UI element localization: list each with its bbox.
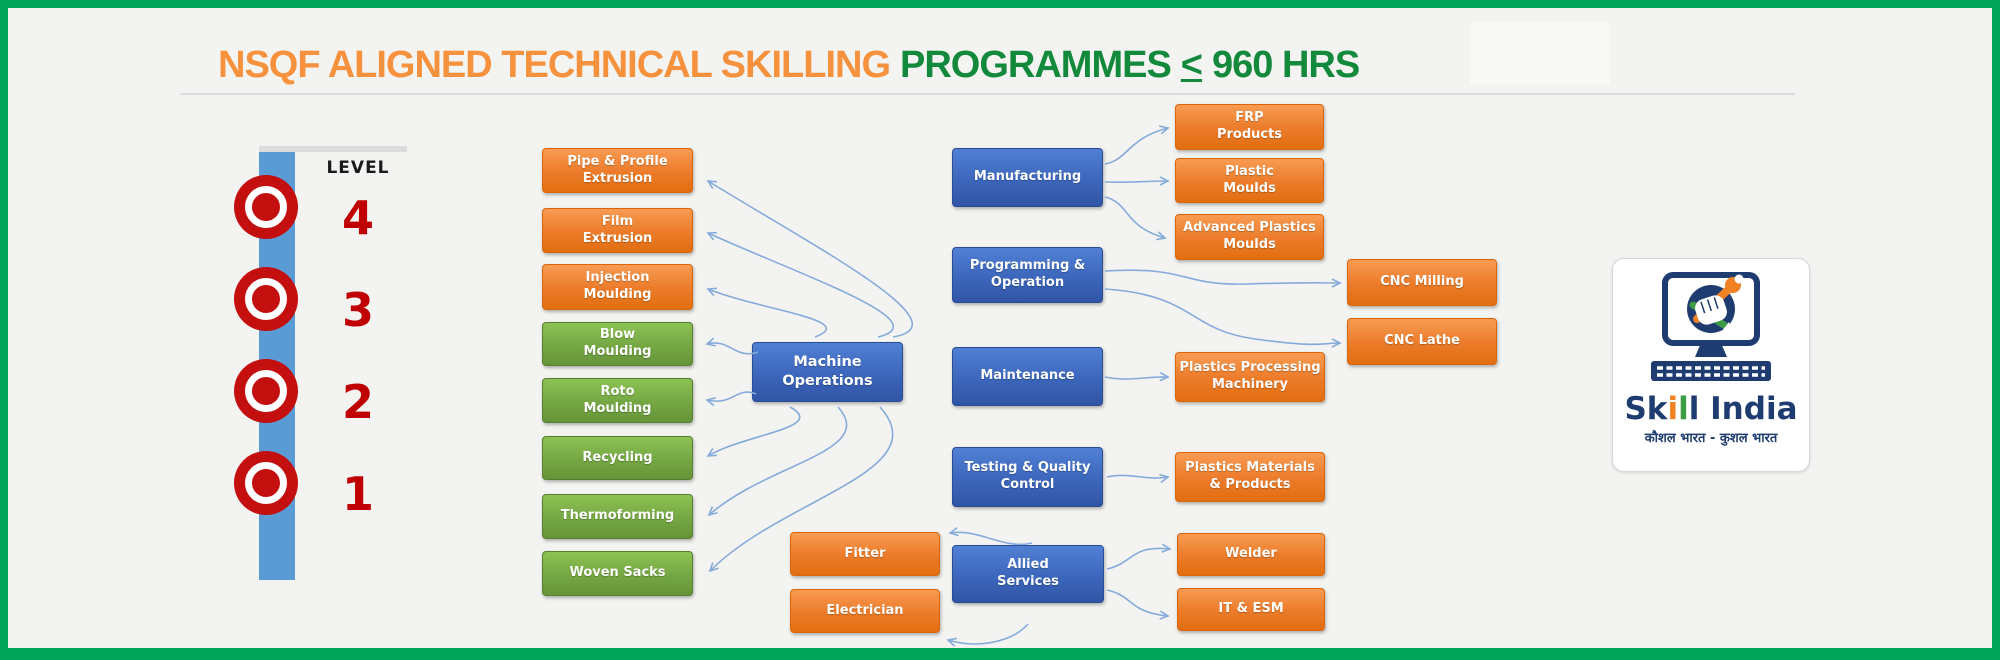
node-pipe-profile-extrusion: Pipe & Profile Extrusion bbox=[542, 148, 693, 193]
node-fitter: Fitter bbox=[790, 532, 940, 576]
level-number-1: 1 bbox=[341, 467, 374, 521]
node-woven-sacks: Woven Sacks bbox=[542, 551, 693, 596]
node-maintenance: Maintenance bbox=[952, 347, 1103, 406]
node-plastics-materials-products: Plastics Materials & Products bbox=[1175, 452, 1325, 502]
title-divider bbox=[180, 93, 1795, 95]
title-green-segment: PROGRAMMES bbox=[900, 44, 1172, 86]
arrow-machine-operations-to-film-extrusion bbox=[706, 231, 895, 338]
node-plastic-moulds: Plastic Moulds bbox=[1175, 158, 1324, 203]
level-4-bullseye-icon bbox=[245, 186, 287, 228]
node-roto-moulding: Roto Moulding bbox=[542, 378, 693, 423]
level-number-4: 4 bbox=[341, 191, 374, 245]
node-it-esm: IT & ESM bbox=[1177, 588, 1325, 631]
level-1-bullseye-icon bbox=[245, 462, 287, 504]
wordmark-l2: l bbox=[1688, 391, 1700, 427]
arrow-machine-operations-to-roto-moulding bbox=[705, 391, 757, 407]
arrow-manufacturing-to-plastic-moulds bbox=[1104, 176, 1170, 186]
arrow-manufacturing-to-frp-products bbox=[1104, 125, 1170, 165]
node-recycling: Recycling bbox=[542, 436, 693, 480]
title-lte-symbol: < bbox=[1180, 44, 1203, 86]
wordmark-l1: l bbox=[1678, 391, 1689, 427]
arrow-allied-services-to-welder bbox=[1106, 543, 1172, 570]
level-2-bullseye-icon bbox=[245, 370, 287, 412]
wordmark-sk: Sk bbox=[1624, 391, 1668, 427]
level-3-bullseye-icon bbox=[245, 278, 287, 320]
skill-india-logo: Skill India कौशल भारत - कुशल भारत bbox=[1612, 258, 1810, 472]
title-orange-segment: NSQF ALIGNED TECHNICAL SKILLING bbox=[218, 44, 891, 86]
node-manufacturing: Manufacturing bbox=[952, 148, 1103, 207]
arrow-machine-operations-to-recycling bbox=[706, 406, 801, 457]
arrow-machine-operations-to-thermoforming bbox=[707, 406, 848, 517]
node-programming-operation: Programming & Operation bbox=[952, 247, 1103, 303]
arrow-maintenance-to-plastics-processing-machinery bbox=[1104, 371, 1170, 382]
node-testing-quality-control: Testing & Quality Control bbox=[952, 447, 1103, 507]
arrow-manufacturing-to-advanced-plastics-moulds bbox=[1104, 196, 1167, 241]
arrow-machine-operations-to-injection-moulding bbox=[706, 287, 827, 338]
watermark-patch bbox=[1470, 22, 1610, 84]
skill-india-monitor-icon bbox=[1651, 272, 1771, 381]
node-electrician: Electrician bbox=[790, 589, 940, 633]
level-number-2: 2 bbox=[341, 375, 374, 429]
node-advanced-plastics-moulds: Advanced Plastics Moulds bbox=[1175, 214, 1324, 260]
level-heading: LEVEL bbox=[326, 158, 390, 178]
skill-india-wordmark: Skill India bbox=[1613, 393, 1809, 425]
arrow-allied-services-to-fitter bbox=[948, 527, 1033, 546]
node-blow-moulding: Blow Moulding bbox=[542, 322, 693, 366]
node-welder: Welder bbox=[1177, 533, 1325, 576]
node-cnc-milling: CNC Milling bbox=[1347, 259, 1497, 306]
arrow-allied-services-to-it-esm bbox=[1106, 589, 1170, 620]
arrow-machine-operations-to-blow-moulding bbox=[705, 337, 759, 355]
node-frp-products: FRP Products bbox=[1175, 104, 1324, 150]
wordmark-india: India bbox=[1699, 391, 1798, 427]
arrow-programming-operation-to-cnc-lathe bbox=[1104, 288, 1342, 348]
node-plastics-processing-machinery: Plastics Processing Machinery bbox=[1175, 352, 1325, 402]
wordmark-i: i bbox=[1667, 391, 1679, 427]
skill-india-tagline: कौशल भारत - कुशल भारत bbox=[1644, 431, 1778, 446]
node-allied-services: Allied Services bbox=[952, 545, 1104, 603]
arrow-allied-services-to-electrician bbox=[946, 623, 1029, 647]
node-thermoforming: Thermoforming bbox=[542, 494, 693, 539]
level-number-3: 3 bbox=[341, 283, 374, 337]
node-film-extrusion: Film Extrusion bbox=[542, 208, 693, 253]
arrow-testing-quality-control-to-plastics-materials-products bbox=[1106, 473, 1170, 484]
arrow-programming-operation-to-cnc-milling bbox=[1104, 269, 1342, 288]
title-hours-segment: 960 HRS bbox=[1212, 44, 1360, 86]
level-header-line bbox=[259, 146, 407, 152]
node-machine-operations: Machine Operations bbox=[752, 342, 903, 402]
arrow-machine-operations-to-pipe-profile-extrusion bbox=[706, 180, 913, 338]
node-cnc-lathe: CNC Lathe bbox=[1347, 318, 1497, 365]
node-injection-moulding: Injection Moulding bbox=[542, 264, 693, 310]
